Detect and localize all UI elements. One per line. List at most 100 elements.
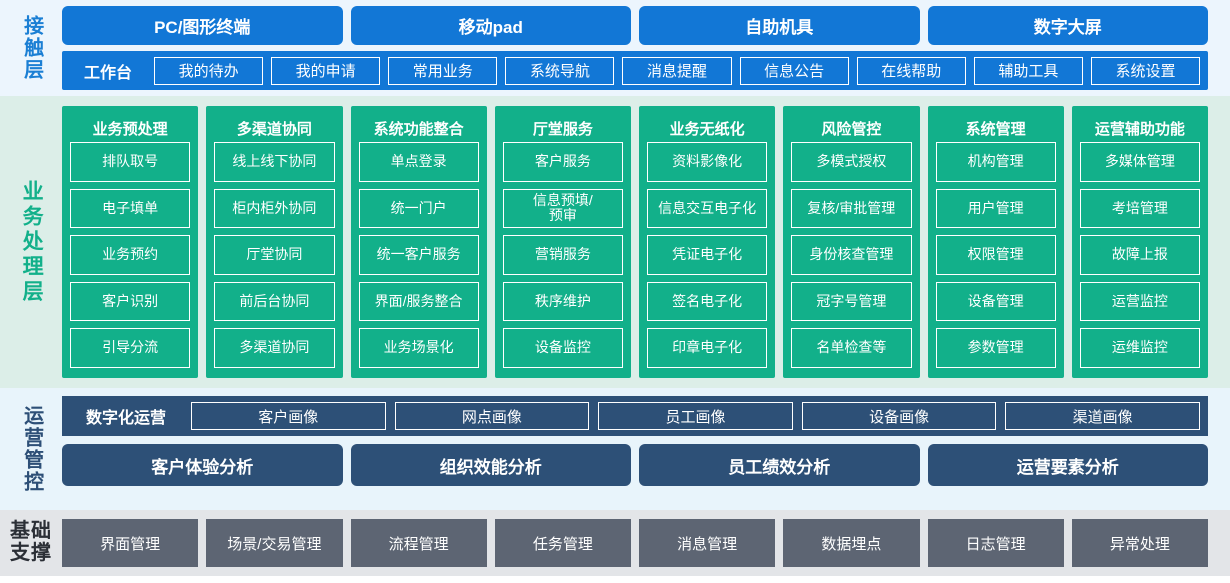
- business-item[interactable]: 身份核查管理: [791, 235, 912, 275]
- portrait-item-channel[interactable]: 渠道画像: [1005, 402, 1200, 430]
- portrait-item-branch[interactable]: 网点画像: [394, 402, 590, 430]
- workbench-item-system-settings[interactable]: 系统设置: [1090, 56, 1200, 85]
- business-column-title: 运营辅助功能: [1094, 120, 1185, 138]
- business-item[interactable]: 信息交互电子化: [647, 188, 768, 229]
- layer-operations-label-text: 运营管控: [20, 405, 43, 493]
- business-item-list: 机构管理 用户管理 权限管理 设备管理 参数管理: [935, 142, 1056, 368]
- business-item[interactable]: 印章电子化: [647, 328, 768, 368]
- foundation-item-task-management[interactable]: 任务管理: [494, 519, 631, 567]
- analysis-card-operation-factor[interactable]: 运营要素分析: [927, 444, 1208, 486]
- business-column-risk-control: 风险管控 多模式授权 复核/审批管理 身份核查管理 冠字号管理 名单检查等: [783, 106, 920, 378]
- business-item[interactable]: 设备管理: [935, 281, 1056, 322]
- business-item[interactable]: 资料影像化: [647, 142, 768, 182]
- portrait-item-customer[interactable]: 客户画像: [191, 402, 386, 430]
- channel-card-mobile-pad[interactable]: 移动pad: [350, 6, 631, 45]
- business-item[interactable]: 统一门户: [358, 188, 479, 229]
- workbench-item-my-todo[interactable]: 我的待办: [154, 56, 264, 85]
- business-item[interactable]: 信息预填/ 预审: [502, 188, 623, 229]
- layer-operations-body: 数字化运营 客户画像 网点画像 员工画像 设备画像 渠道画像 客户体验分析 组织…: [62, 388, 1230, 510]
- business-column-title: 系统管理: [965, 120, 1026, 138]
- workbench-item-system-nav[interactable]: 系统导航: [505, 56, 615, 85]
- business-item[interactable]: 凭证电子化: [647, 235, 768, 275]
- business-item[interactable]: 用户管理: [935, 188, 1056, 229]
- business-item[interactable]: 线上线下协同: [214, 142, 335, 182]
- business-item[interactable]: 运营监控: [1079, 281, 1200, 322]
- layer-foundation-label-line1: 基础: [10, 520, 52, 543]
- business-item[interactable]: 多模式授权: [791, 142, 912, 182]
- business-column-lobby-service: 厅堂服务 客户服务 信息预填/ 预审 营销服务 秩序维护 设备监控: [494, 106, 631, 378]
- business-column-title: 系统功能整合: [373, 120, 464, 138]
- foundation-item-ui-management[interactable]: 界面管理: [62, 519, 199, 567]
- business-item[interactable]: 客户服务: [502, 142, 623, 182]
- business-item[interactable]: 电子填单: [70, 188, 191, 229]
- business-item[interactable]: 柜内柜外协同: [214, 188, 335, 229]
- business-item-list: 多媒体管理 考培管理 故障上报 运营监控 运维监控: [1079, 142, 1200, 368]
- foundation-item-process-management[interactable]: 流程管理: [350, 519, 487, 567]
- business-column-row: 业务预处理 排队取号 电子填单 业务预约 客户识别 引导分流 多渠道协同 线上线…: [62, 96, 1230, 388]
- foundation-item-log-management[interactable]: 日志管理: [927, 519, 1064, 567]
- business-item[interactable]: 参数管理: [935, 328, 1056, 368]
- workbench-title: 工作台: [84, 64, 133, 82]
- business-item[interactable]: 业务预约: [70, 235, 191, 275]
- layer-operations: 运营管控 数字化运营 客户画像 网点画像 员工画像 设备画像 渠道画像 客户体验…: [0, 388, 1230, 510]
- workbench-item-online-help[interactable]: 在线帮助: [856, 56, 966, 85]
- foundation-item-message-management[interactable]: 消息管理: [639, 519, 776, 567]
- layer-contact-label-text: 接触层: [20, 15, 43, 81]
- business-item[interactable]: 冠字号管理: [791, 281, 912, 322]
- business-item[interactable]: 设备监控: [502, 328, 623, 368]
- digital-operations-row: 数字化运营 客户画像 网点画像 员工画像 设备画像 渠道画像: [62, 396, 1208, 436]
- workbench-item-announcement[interactable]: 信息公告: [739, 56, 849, 85]
- business-column-paperless: 业务无纸化 资料影像化 信息交互电子化 凭证电子化 签名电子化 印章电子化: [639, 106, 776, 378]
- foundation-item-data-tracking[interactable]: 数据埋点: [783, 519, 920, 567]
- business-item[interactable]: 机构管理: [935, 142, 1056, 182]
- channel-card-self-service[interactable]: 自助机具: [639, 6, 920, 45]
- business-item[interactable]: 单点登录: [358, 142, 479, 182]
- portrait-item-employee[interactable]: 员工画像: [598, 402, 793, 430]
- workbench-item-my-application[interactable]: 我的申请: [271, 56, 381, 85]
- business-item[interactable]: 统一客户服务: [358, 235, 479, 275]
- business-item[interactable]: 排队取号: [70, 142, 191, 182]
- business-item-list: 线上线下协同 柜内柜外协同 厅堂协同 前后台协同 多渠道协同: [214, 142, 335, 368]
- channel-card-pc[interactable]: PC/图形终端: [62, 6, 343, 45]
- business-item-list: 客户服务 信息预填/ 预审 营销服务 秩序维护 设备监控: [502, 142, 623, 368]
- digital-operations-title: 数字化运营: [86, 410, 167, 427]
- portrait-item-device[interactable]: 设备画像: [801, 402, 997, 430]
- business-item[interactable]: 业务场景化: [358, 328, 479, 368]
- business-item[interactable]: 故障上报: [1079, 235, 1200, 275]
- analysis-row: 客户体验分析 组织效能分析 员工绩效分析 运营要素分析: [62, 444, 1208, 486]
- layer-business-label-text: 业务处理层: [20, 179, 44, 305]
- business-item[interactable]: 界面/服务整合: [358, 281, 479, 322]
- business-item[interactable]: 多渠道协同: [214, 328, 335, 368]
- business-item[interactable]: 名单检查等: [791, 328, 912, 368]
- layer-foundation: 基础 支撑 界面管理 场景/交易管理 流程管理 任务管理 消息管理 数据埋点 日…: [0, 510, 1230, 576]
- foundation-item-row: 界面管理 场景/交易管理 流程管理 任务管理 消息管理 数据埋点 日志管理 异常…: [62, 510, 1230, 576]
- workbench-item-common-business[interactable]: 常用业务: [388, 56, 498, 85]
- analysis-card-organization-efficiency[interactable]: 组织效能分析: [350, 444, 631, 486]
- business-column-title: 业务无纸化: [669, 120, 745, 138]
- business-item[interactable]: 厅堂协同: [214, 235, 335, 275]
- business-item[interactable]: 营销服务: [502, 235, 623, 275]
- layer-foundation-label: 基础 支撑: [0, 510, 62, 576]
- business-item[interactable]: 秩序维护: [502, 281, 623, 322]
- foundation-item-exception-handling[interactable]: 异常处理: [1071, 519, 1208, 567]
- business-item[interactable]: 多媒体管理: [1079, 142, 1200, 182]
- workbench-item-aux-tools[interactable]: 辅助工具: [973, 56, 1083, 85]
- business-item[interactable]: 复核/审批管理: [791, 188, 912, 229]
- business-item[interactable]: 考培管理: [1079, 188, 1200, 229]
- layer-foundation-body: 界面管理 场景/交易管理 流程管理 任务管理 消息管理 数据埋点 日志管理 异常…: [62, 510, 1230, 576]
- business-column-operation-support: 运营辅助功能 多媒体管理 考培管理 故障上报 运营监控 运维监控: [1071, 106, 1208, 378]
- analysis-card-employee-performance[interactable]: 员工绩效分析: [639, 444, 920, 486]
- business-item[interactable]: 签名电子化: [647, 281, 768, 322]
- channel-row: PC/图形终端 移动pad 自助机具 数字大屏: [62, 6, 1230, 45]
- foundation-item-scene-transaction[interactable]: 场景/交易管理: [206, 519, 343, 567]
- workbench-item-message-alert[interactable]: 消息提醒: [622, 56, 732, 85]
- business-item[interactable]: 权限管理: [935, 235, 1056, 275]
- business-column-title: 多渠道协同: [236, 120, 312, 138]
- business-item[interactable]: 前后台协同: [214, 281, 335, 322]
- business-item[interactable]: 客户识别: [70, 281, 191, 322]
- channel-card-digital-screen[interactable]: 数字大屏: [927, 6, 1208, 45]
- business-item[interactable]: 引导分流: [70, 328, 191, 368]
- business-item[interactable]: 运维监控: [1079, 328, 1200, 368]
- business-column-title: 风险管控: [821, 120, 882, 138]
- analysis-card-customer-experience[interactable]: 客户体验分析: [62, 444, 343, 486]
